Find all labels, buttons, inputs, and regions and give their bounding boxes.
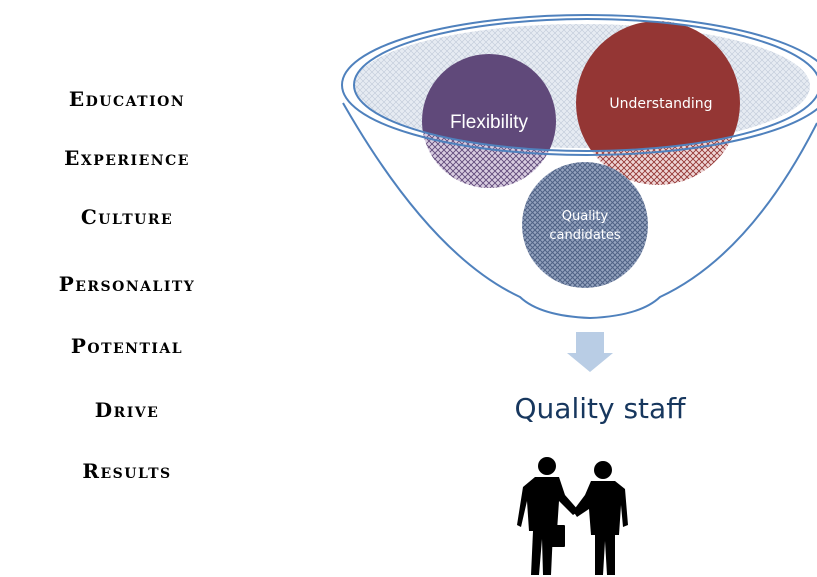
briefcase-shape — [551, 525, 565, 547]
quality-candidates-circle — [522, 162, 648, 288]
criteria-experience: Experience — [64, 146, 190, 170]
criteria-potential: Potential — [70, 334, 184, 358]
flexibility-label: Flexibility — [450, 112, 529, 133]
criteria-education: Education — [68, 87, 186, 111]
funnel-rim-inner — [353, 18, 817, 152]
criteria-personality: Personality — [58, 272, 196, 296]
funnel-rim-outer — [341, 14, 817, 156]
quality-candidates-label-line2: candidates — [549, 228, 621, 243]
flexibility-circle — [422, 54, 556, 151]
criteria-list: Education Experience Culture Personality… — [0, 0, 254, 577]
understanding-label: Understanding — [609, 96, 712, 112]
funnel-body-outline — [342, 102, 817, 320]
criteria-culture: Culture — [80, 205, 174, 229]
quality-staff-label: Quality staff — [514, 392, 686, 425]
quality-candidates-label-line1: Quality — [562, 209, 609, 224]
handshake-icon — [517, 457, 628, 575]
down-arrow-icon — [567, 332, 613, 372]
criteria-results: Results — [82, 459, 172, 483]
criteria-drive: Drive — [94, 398, 160, 422]
